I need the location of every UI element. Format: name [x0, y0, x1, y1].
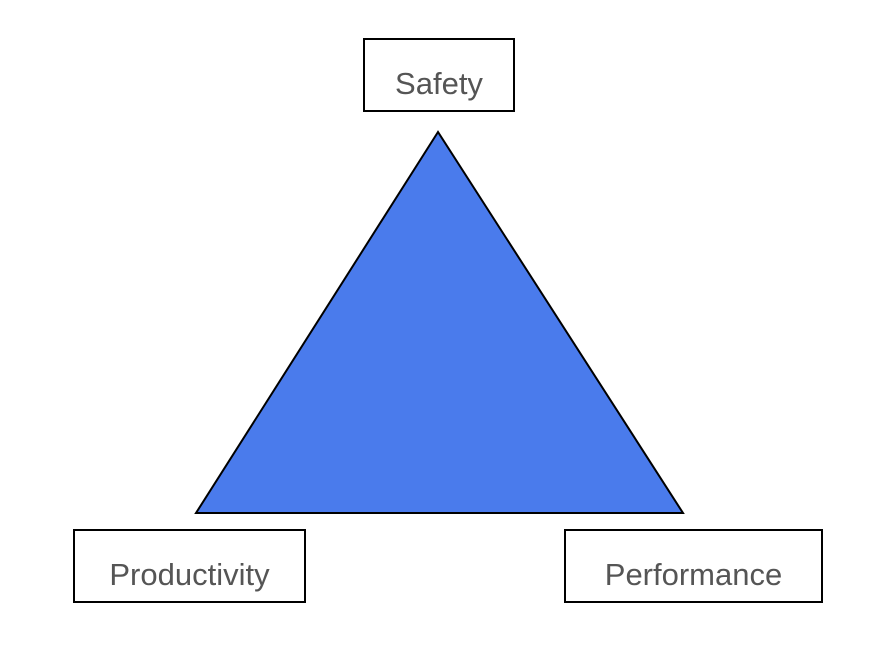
- safety-label: Safety: [395, 66, 483, 101]
- productivity-label: Productivity: [109, 557, 270, 592]
- productivity-label-box: Productivity: [73, 529, 306, 603]
- central-triangle: [194, 130, 685, 514]
- safety-label-box: Safety: [363, 38, 515, 112]
- performance-label-box: Performance: [564, 529, 823, 603]
- performance-label: Performance: [604, 557, 783, 592]
